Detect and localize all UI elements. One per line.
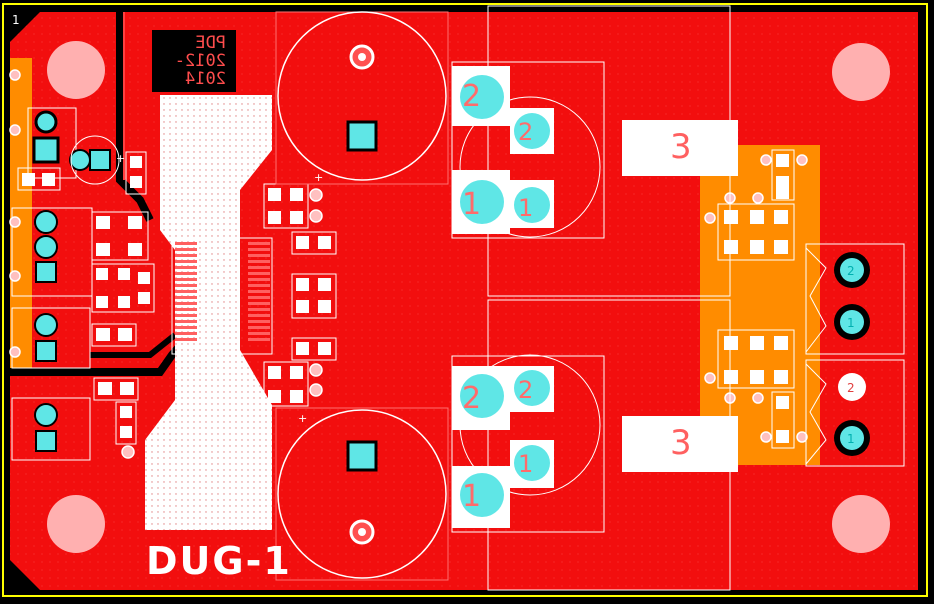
board-name: DUG-1 [146,539,292,583]
corner-mark: 1 [12,13,20,27]
svg-text:2: 2 [518,118,533,146]
svg-text:+: + [314,171,323,184]
svg-text:2: 2 [847,381,855,395]
screw-terminals: 2 1 2 1 [805,243,905,467]
ic-footprint [145,95,272,530]
svg-text:2012-: 2012- [175,51,226,71]
tab-pads: 3 3 [622,120,738,472]
svg-text:1: 1 [518,194,533,222]
ic-pins [171,237,273,355]
capacitors [275,11,449,581]
svg-text:+: + [298,412,307,425]
mounting-holes [47,41,890,553]
smd-pads [17,149,795,449]
svg-text:2: 2 [847,264,855,278]
svg-text:2014: 2014 [185,69,226,89]
svg-text:1: 1 [462,187,481,222]
svg-text:2: 2 [462,381,481,416]
mirror-label-box [152,30,236,92]
mirror-label: PDE 2012- 2014 [175,33,226,89]
svg-text:PDE: PDE [195,33,226,53]
svg-text:3: 3 [670,127,692,167]
transistor-bot-pads: 2 2 1 1 [452,366,554,528]
svg-text:2: 2 [518,376,533,404]
transistor-top-pads: 2 2 1 1 [452,66,554,234]
svg-text:2: 2 [462,79,481,114]
orange-pour-left [10,58,32,368]
polarity-marks: + + + [116,152,323,425]
svg-text:1: 1 [462,479,481,514]
board-outline [2,3,928,597]
svg-text:+: + [116,152,125,165]
svg-text:1: 1 [518,450,533,478]
trace-clearance [116,12,154,222]
svg-text:1: 1 [847,316,855,330]
through-hole-pads [32,110,120,452]
svg-text:3: 3 [670,423,692,463]
svg-text:1: 1 [847,432,855,446]
